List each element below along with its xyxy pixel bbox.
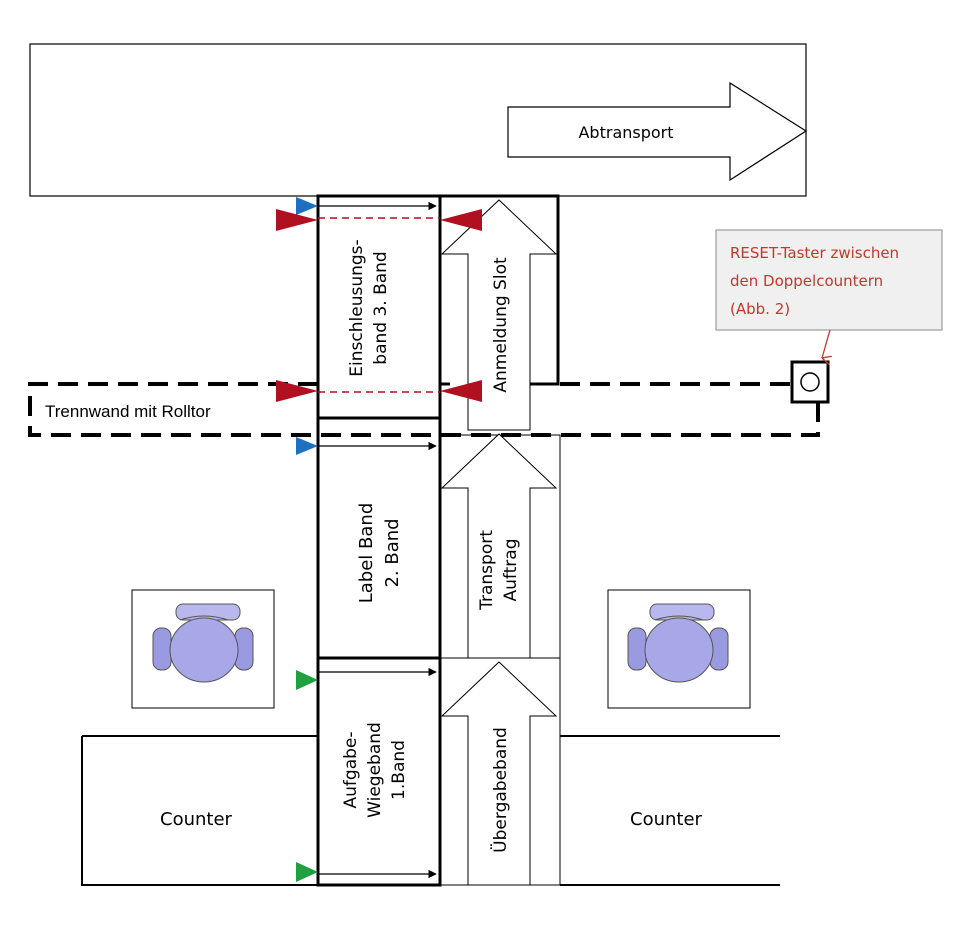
uebergabe-arrow <box>440 661 558 886</box>
workstation-left <box>131 589 275 709</box>
sensor-red-top-right-icon <box>440 209 482 231</box>
band-2-label <box>316 416 442 660</box>
band1-label-line2: Wiegeband <box>365 722 385 818</box>
counter-left-label: Counter <box>160 809 233 830</box>
trennwand-wall <box>28 382 820 437</box>
counter-left <box>81 735 318 886</box>
counter-right <box>560 735 780 886</box>
sensor-red-bottom-left-icon <box>276 380 318 402</box>
workstation-right <box>607 589 751 709</box>
reset-button-icon <box>800 372 820 392</box>
counter-right-label: Counter <box>630 809 703 830</box>
band3-label-line1: Einschleusungs- <box>347 239 367 376</box>
band3-label-line2: band 3. Band <box>371 251 391 364</box>
uebergabe-label: Übergabeband <box>489 727 511 853</box>
reset-note-line1: RESET-Taster zwischen <box>730 244 899 262</box>
reset-note-line3: (Abb. 2) <box>730 300 790 318</box>
reset-note-pointer <box>822 329 830 358</box>
transport-arrow <box>440 433 558 659</box>
band2-label-line1: Label Band <box>356 503 377 604</box>
sensor-blue-top-icon <box>296 197 318 215</box>
sensor-red-bottom-right-icon <box>440 380 482 402</box>
transport-label-line2: Auftrag <box>501 539 521 602</box>
chair-left-icon <box>152 603 254 683</box>
band2-label-line2: 2. Band <box>382 518 403 587</box>
reset-note-line2: den Doppelcountern <box>730 272 883 290</box>
chair-right-icon <box>627 603 729 683</box>
sensor-green-top-icon <box>296 670 318 690</box>
sensor-green-bottom-icon <box>296 862 318 882</box>
anmeldung-label: Anmeldung Slot <box>491 257 511 393</box>
band1-label-line3: 1.Band <box>389 740 409 800</box>
sensor-red-top-left-icon <box>276 209 318 231</box>
sensor-blue-mid-icon <box>296 437 318 455</box>
abtransport-label: Abtransport <box>578 123 673 142</box>
transport-label-line1: Transport <box>477 530 497 611</box>
anmeldung-arrow <box>440 199 558 431</box>
band1-label-line1: Aufgabe- <box>341 732 361 809</box>
trennwand-label: Trennwand mit Rolltor <box>45 402 211 421</box>
abtransport-arrow <box>507 81 808 182</box>
reset-note-box <box>715 229 943 331</box>
